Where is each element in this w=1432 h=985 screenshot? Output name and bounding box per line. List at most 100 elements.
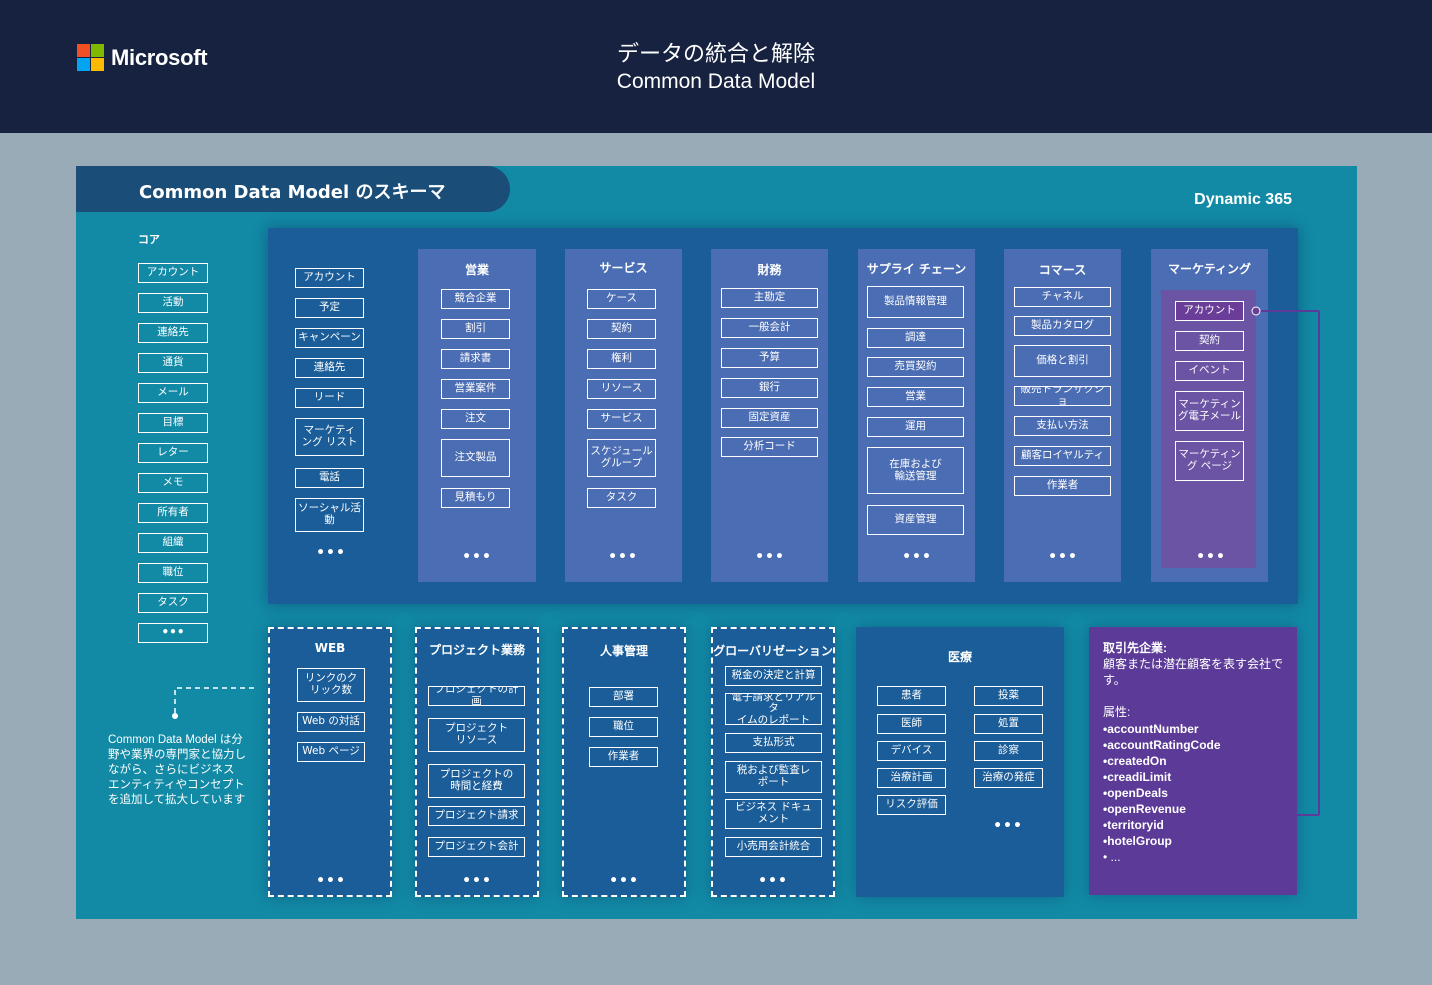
info-more: • ...: [1103, 850, 1121, 864]
core-entity: 組織: [138, 533, 208, 553]
service-entity: スケジュール グループ: [587, 439, 656, 477]
healthcare-entity: デバイス: [877, 741, 946, 761]
web-column: WEB: [268, 627, 392, 897]
finance-more-icon: •••: [755, 549, 785, 565]
globalization-entity: 小売用会計統合: [725, 837, 822, 857]
commerce-title: コマース: [1038, 263, 1087, 277]
project-entity: プロジェクト請求: [428, 806, 525, 826]
schema-title: Common Data Model のスキーマ: [139, 182, 446, 203]
globalization-entity: 支払形式: [725, 733, 822, 753]
finance-entity: 銀行: [721, 378, 818, 398]
base-more-icon: •••: [316, 545, 346, 561]
supply-chain-entity: 売買契約: [867, 357, 964, 377]
globalization-more-icon: •••: [758, 873, 788, 889]
globalization-entity: 電子請求とリアルタ イムのレポート: [725, 693, 822, 725]
sales-entity: 注文製品: [441, 439, 510, 477]
service-entity: リソース: [587, 379, 656, 399]
commerce-entity: チャネル: [1014, 287, 1111, 307]
service-entity: 権利: [587, 349, 656, 369]
info-attribute: territoryid: [1103, 817, 1283, 833]
project-entity: プロジェクト会計: [428, 837, 525, 857]
brand-name: Microsoft: [111, 44, 208, 70]
commerce-entity: 価格と割引: [1014, 345, 1111, 377]
service-entity: タスク: [587, 488, 656, 508]
service-entity: 契約: [587, 319, 656, 339]
info-attribute: accountRatingCode: [1103, 737, 1283, 753]
page-title: データの統合と解除: [616, 42, 815, 67]
healthcare-entity: 処置: [974, 714, 1043, 734]
note-dot-icon: [172, 713, 178, 719]
supply-chain-entity: 製品情報管理: [867, 286, 964, 318]
commerce-more-icon: •••: [1048, 549, 1078, 565]
supply-chain-more-icon: •••: [902, 549, 932, 565]
service-entity: ケース: [587, 289, 656, 309]
base-entity: 電話: [295, 468, 364, 488]
globalization-column: グローバリゼーション: [711, 627, 835, 897]
web-title: WEB: [314, 641, 346, 655]
base-entity: 連絡先: [295, 358, 364, 378]
connector-dot-icon: [1251, 306, 1261, 316]
commerce-entity: 製品カタログ: [1014, 316, 1111, 336]
finance-column: 財務: [711, 249, 828, 582]
supply-chain-entity: 営業: [867, 387, 964, 407]
base-entity: アカウント: [295, 268, 364, 288]
web-more-icon: •••: [316, 873, 346, 889]
supply-chain-column: サプライ チェーン: [858, 249, 975, 582]
core-entity: 活動: [138, 293, 208, 313]
info-attribute-list: accountNumberaccountRatingCodecreatedOnc…: [1103, 721, 1283, 849]
supply-chain-entity: 調達: [867, 328, 964, 348]
finance-entity: 固定資産: [721, 408, 818, 428]
sales-more-icon: •••: [462, 549, 492, 565]
info-attributes-label: 属性:: [1103, 705, 1131, 719]
sales-entity: 営業案件: [441, 379, 510, 399]
healthcare-more-icon: •••: [993, 818, 1023, 834]
hr-entity: 作業者: [589, 747, 658, 767]
commerce-column: コマース: [1004, 249, 1121, 582]
finance-entity: 予算: [721, 348, 818, 368]
marketing-entity: マーケティン グ電子メール: [1175, 391, 1244, 431]
web-entity: リンクのク リック数: [297, 668, 365, 702]
info-attribute: openRevenue: [1103, 801, 1283, 817]
base-entity: キャンペーン: [295, 328, 364, 348]
header-bar: [0, 0, 1432, 133]
marketing-entity: イベント: [1175, 361, 1244, 381]
service-more-icon: •••: [608, 549, 638, 565]
marketing-entity-group: [1161, 290, 1256, 568]
healthcare-entity: 投薬: [974, 686, 1043, 706]
service-title: サービス: [599, 261, 648, 275]
info-attribute: creadiLimit: [1103, 769, 1283, 785]
globalization-entity: ビジネス ドキュ メント: [725, 799, 822, 829]
core-entity: メール: [138, 383, 208, 403]
core-label: コア: [138, 233, 160, 246]
project-entity: プロジェクトの計画: [428, 686, 525, 706]
core-entity: 通貨: [138, 353, 208, 373]
marketing-title: マーケティング: [1167, 262, 1252, 276]
marketing-entity: アカウント: [1175, 301, 1244, 321]
core-entity: 目標: [138, 413, 208, 433]
globalization-entity: 税金の決定と計算: [725, 666, 822, 686]
base-entity: 予定: [295, 298, 364, 318]
core-entity: 所有者: [138, 503, 208, 523]
core-entity: アカウント: [138, 263, 208, 283]
account-info-panel: 取引先企業: 顧客または潜在顧客を表す会社です。 属性: accountNumb…: [1089, 627, 1297, 895]
hr-column: 人事管理: [562, 627, 686, 897]
info-attribute: openDeals: [1103, 785, 1283, 801]
info-heading: 取引先企業:: [1103, 641, 1167, 655]
supply-chain-title: サプライ チェーン: [866, 262, 967, 276]
finance-entity: 主勘定: [721, 288, 818, 308]
sales-entity: 注文: [441, 409, 510, 429]
commerce-entity: 作業者: [1014, 476, 1111, 496]
globalization-title: グローバリゼーション: [713, 644, 833, 658]
marketing-entity: マーケティン グ ページ: [1175, 441, 1244, 481]
supply-chain-entity: 在庫および 輸送管理: [867, 447, 964, 494]
healthcare-entity: 治療の発症: [974, 768, 1043, 788]
hr-entity: 職位: [589, 717, 658, 737]
extension-note: Common Data Model は分野や業界の専門家と協力しながら、さらにビ…: [108, 734, 246, 806]
note-connector: [174, 687, 254, 715]
core-entity: レター: [138, 443, 208, 463]
core-entity: タスク: [138, 593, 208, 613]
project-entity: プロジェクト リソース: [428, 718, 525, 752]
page-subtitle: Common Data Model: [616, 70, 816, 93]
sales-entity: 請求書: [441, 349, 510, 369]
core-entity: メモ: [138, 473, 208, 493]
